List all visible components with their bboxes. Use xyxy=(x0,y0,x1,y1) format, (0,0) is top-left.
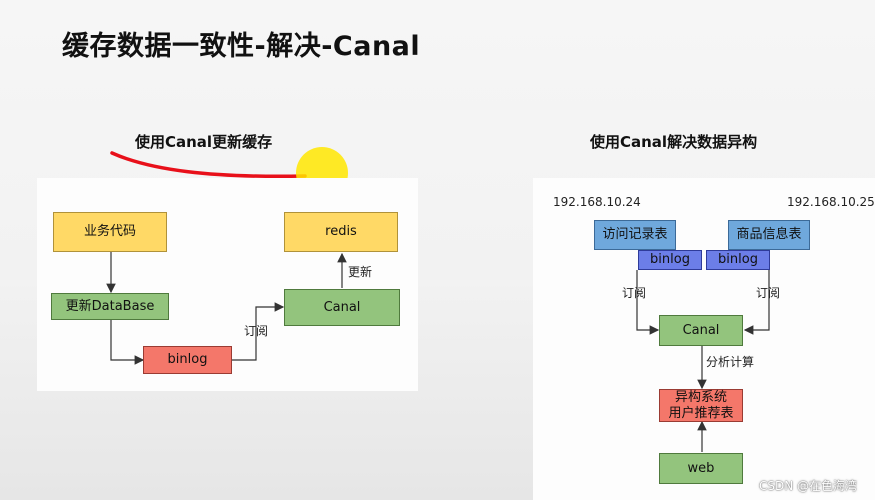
watermark: CSDN @在色海湾 xyxy=(759,479,858,493)
hetero-line-2: 用户推荐表 xyxy=(668,405,734,421)
node-business-code: 业务代码 xyxy=(53,212,167,252)
node-binlog: binlog xyxy=(143,346,232,374)
node-access-log-table: 访问记录表 xyxy=(594,220,676,250)
ip-left: 192.168.10.24 xyxy=(553,195,641,209)
node-binlog-right: binlog xyxy=(706,250,770,270)
node-binlog-left: binlog xyxy=(638,250,702,270)
edge-binlog-left-to-canal xyxy=(636,270,660,335)
page-title: 缓存数据一致性-解决-Canal xyxy=(62,31,421,62)
edge-db-to-binlog xyxy=(110,320,145,365)
node-heterogeneous-system: 异构系统 用户推荐表 xyxy=(659,389,743,422)
node-canal-right: Canal xyxy=(659,315,743,346)
right-diagram-subtitle: 使用Canal解决数据异构 xyxy=(590,133,758,151)
edge-label-subscribe-left: 订阅 xyxy=(622,286,647,300)
edge-binlog-to-canal xyxy=(232,302,285,361)
red-annotation-stroke xyxy=(110,151,307,179)
node-redis: redis xyxy=(284,212,398,252)
edge-label-analysis: 分析计算 xyxy=(706,355,755,369)
node-canal: Canal xyxy=(284,289,400,326)
node-update-database: 更新DataBase xyxy=(51,293,169,320)
left-diagram-subtitle: 使用Canal更新缓存 xyxy=(135,133,273,151)
hetero-line-1: 异构系统 xyxy=(674,389,727,405)
ip-right: 192.168.10.25 xyxy=(787,195,875,209)
edge-label-update: 更新 xyxy=(348,265,373,279)
node-web: web xyxy=(659,453,743,484)
edge-label-subscribe: 订阅 xyxy=(244,324,269,338)
edge-binlog-right-to-canal xyxy=(743,270,770,335)
edge-label-subscribe-right: 订阅 xyxy=(756,286,781,300)
node-product-info-table: 商品信息表 xyxy=(728,220,810,250)
